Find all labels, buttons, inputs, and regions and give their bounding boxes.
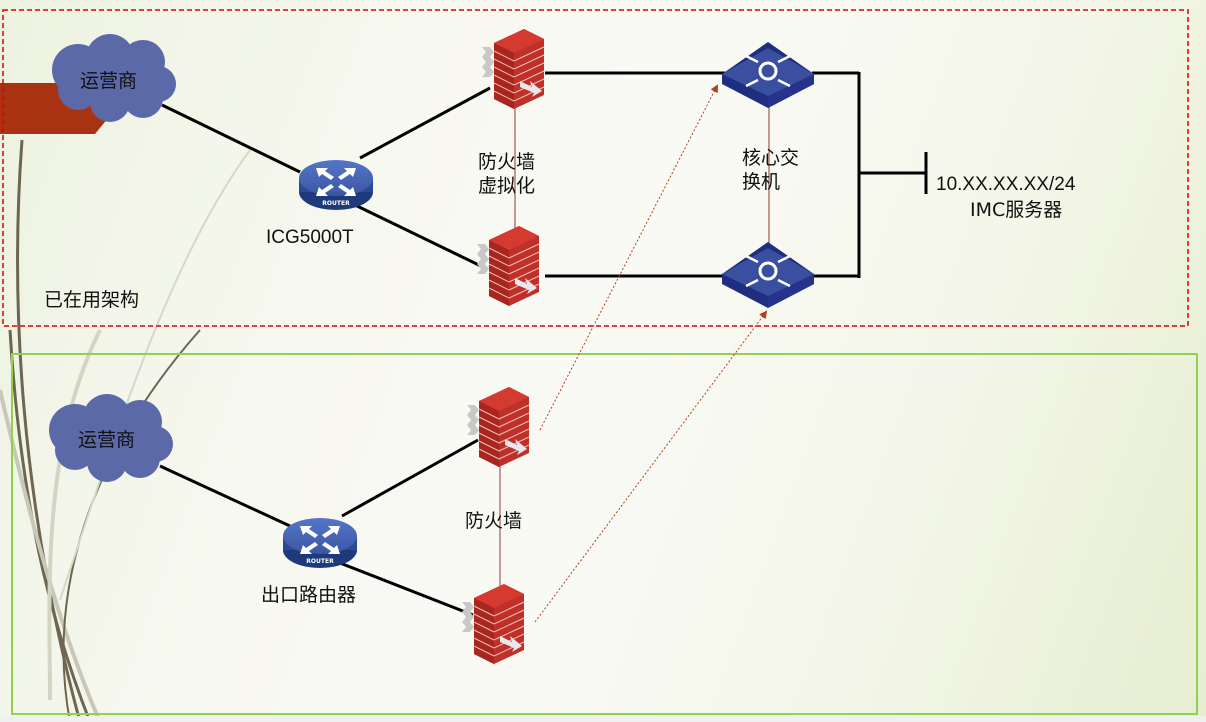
server-name-label: IMC服务器 [970, 199, 1063, 221]
firewall-virtualization-label: 防火墙 虚拟化 [478, 151, 536, 197]
router-icon: ROUTER [299, 160, 373, 210]
migration-arrows [534, 84, 768, 623]
link-isp-router-top [161, 103, 301, 174]
group-existing-architecture [2, 9, 1189, 327]
core-switch-icon [722, 42, 814, 108]
cloud-icon [52, 34, 176, 122]
firewall-icon [482, 29, 545, 109]
link-router-fw1-top [359, 86, 491, 160]
router-icon: ROUTER [283, 518, 357, 568]
svg-text:ROUTER: ROUTER [322, 200, 350, 207]
ha-links [499, 100, 770, 590]
links [159, 71, 928, 617]
cloud-icon [49, 394, 173, 482]
firewall-icon [477, 226, 540, 306]
server-ip-label: 10.XX.XX.XX/24 [936, 174, 1076, 195]
router-top-label: ICG5000T [266, 227, 354, 248]
link-router-fw1-bottom [341, 438, 479, 518]
svg-text:ROUTER: ROUTER [306, 558, 334, 565]
link-isp-router-bottom [159, 464, 291, 528]
link-router-fw2-bottom [339, 561, 474, 617]
router-bottom-label: 出口路由器 [261, 584, 357, 606]
link-router-fw2-top [354, 203, 486, 270]
group-existing-label: 已在用架构 [44, 289, 140, 311]
firewall-label: 防火墙 [465, 510, 523, 532]
migration-arrow-fw1 [539, 84, 718, 431]
core-switch-label: 核心交 换机 [742, 147, 800, 193]
isp-bottom-label: 运营商 [78, 429, 136, 451]
isp-top-label: 运营商 [80, 70, 138, 92]
migration-arrow-fw2 [534, 310, 768, 623]
firewall-icon [467, 387, 530, 467]
group-legacy-architecture [11, 353, 1198, 715]
core-switch-icon [722, 242, 814, 308]
bottom-strip [0, 716, 1206, 722]
firewall-icon [462, 584, 525, 664]
